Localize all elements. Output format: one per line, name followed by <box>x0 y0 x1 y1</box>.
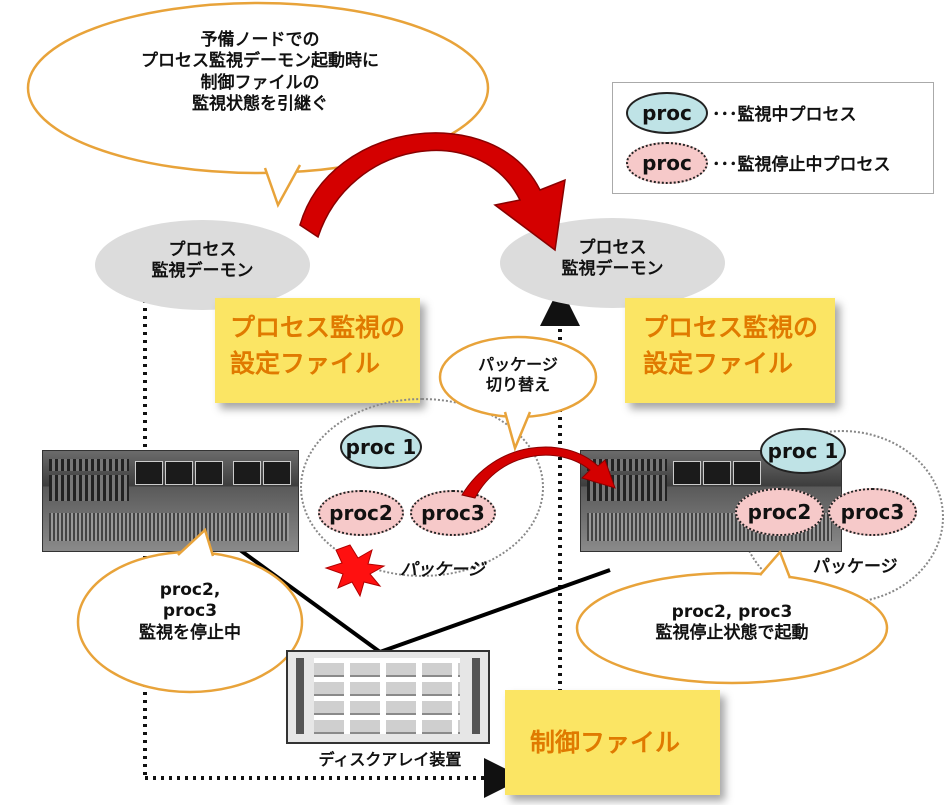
legend-label-monitoring: ･･･監視中プロセス <box>712 105 857 125</box>
legend-item-monitoring: proc ･･･監視中プロセス <box>626 92 926 134</box>
config-note-left-text: プロセス監視の 設定ファイル <box>230 313 406 379</box>
legend-label-stopped: ･･･監視停止中プロセス <box>712 155 891 175</box>
proc1-right: proc 1 <box>760 428 846 474</box>
legend-badge-stopped: proc <box>626 142 708 184</box>
config-note-left <box>215 298 420 403</box>
proc1-left: proc 1 <box>340 425 422 469</box>
right-server-link <box>379 568 611 654</box>
server-left <box>42 450 299 552</box>
daemon-left <box>95 220 310 310</box>
legend-item-stopped: proc ･･･監視停止中プロセス <box>626 142 926 184</box>
daemon-left-label: プロセス 監視デーモン <box>151 240 254 282</box>
package-left-boundary <box>300 398 544 577</box>
proc3-right: proc3 <box>828 488 917 536</box>
proc2-right: proc2 <box>735 488 824 536</box>
disk-array-label: ディスクアレイ装置 <box>318 750 462 769</box>
left-server-link <box>238 548 382 654</box>
config-note-right <box>625 298 835 403</box>
config-note-right-text: プロセス監視の 設定ファイル <box>643 313 819 379</box>
daemon-right-label: プロセス 監視デーモン <box>561 238 664 280</box>
left-callout-text: proc2, proc3 監視を停止中 <box>139 580 241 643</box>
proc2-left: proc2 <box>318 490 404 536</box>
disk-array <box>286 650 490 744</box>
switch-callout-text: パッケージ 切り替え <box>478 355 558 394</box>
package-right-label: パッケージ <box>813 557 898 577</box>
top-callout-text: 予備ノードでの プロセス監視デーモン起動時に 制御ファイルの 監視状態を引継ぐ <box>141 30 379 114</box>
package-left-label: パッケージ <box>400 560 485 580</box>
control-file-note-text: 制御ファイル <box>530 728 681 757</box>
proc3-left: proc3 <box>410 490 496 536</box>
control-file-note <box>505 690 720 795</box>
legend-badge-monitoring: proc <box>626 92 708 134</box>
right-callout-text: proc2, proc3 監視停止状態で起動 <box>655 602 809 644</box>
